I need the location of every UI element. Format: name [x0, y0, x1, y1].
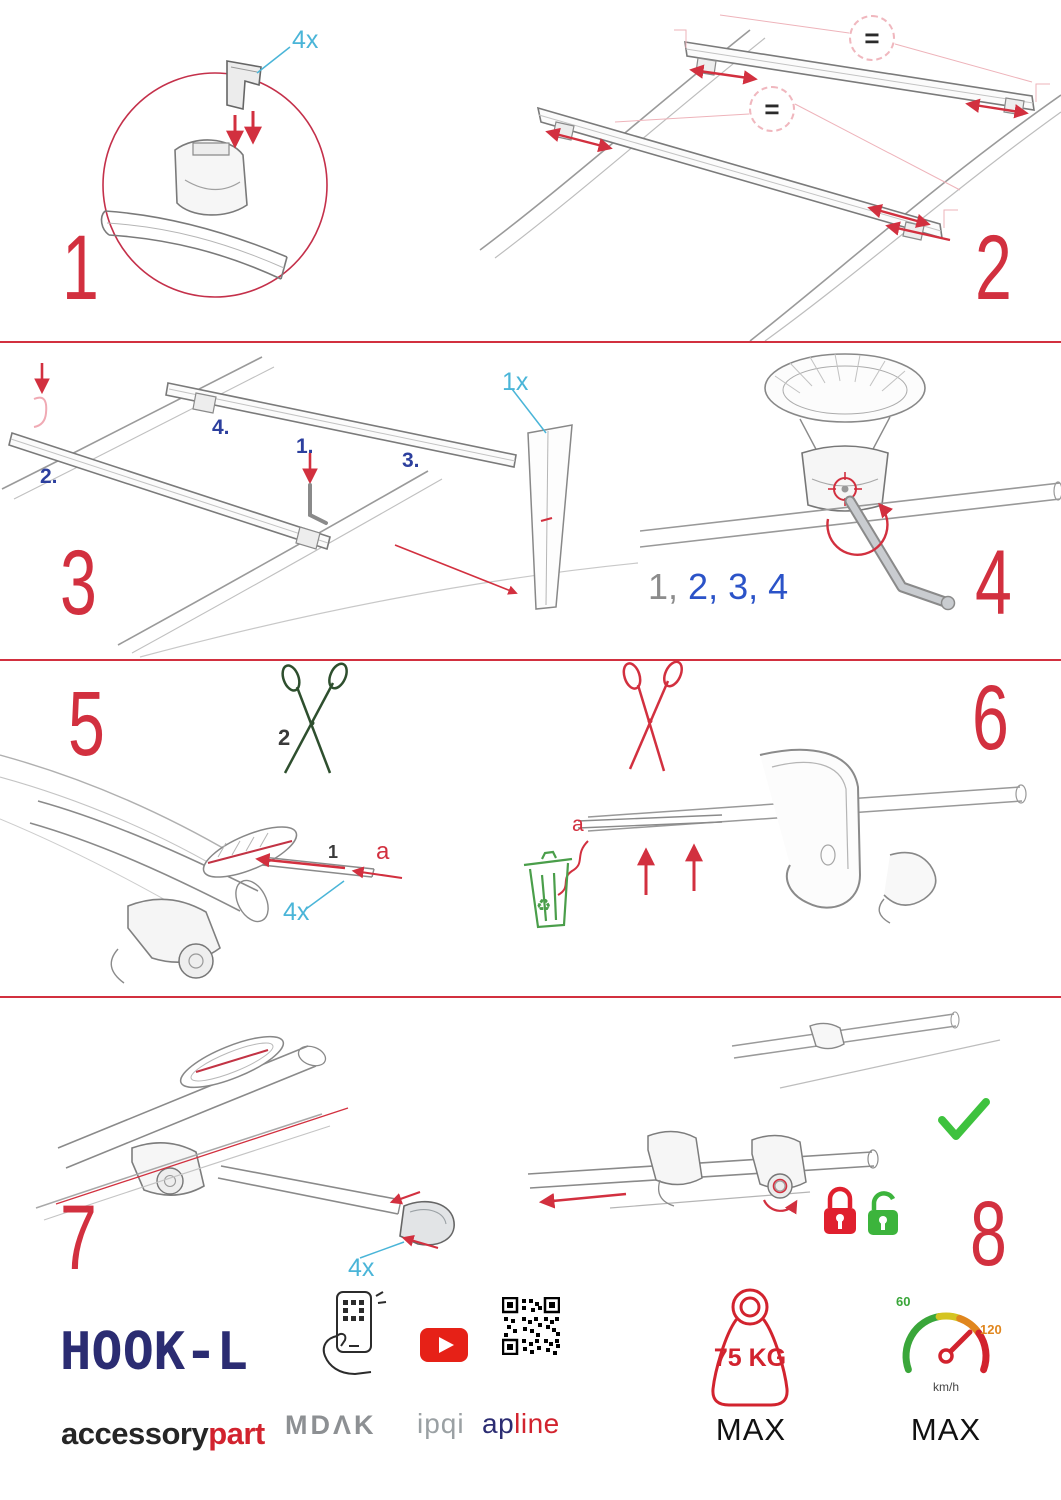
- alignment-line: [55, 1107, 349, 1205]
- step-7-illustration: [35, 1035, 455, 1259]
- measure-arrow: [965, 98, 1029, 119]
- attach-cap-arrow: [401, 1234, 439, 1249]
- step-6-illustration: ♻: [523, 660, 1027, 929]
- step-3-illustration: [1, 356, 639, 658]
- strip-ref-label: a: [376, 838, 390, 865]
- scissors-icon: [622, 660, 683, 772]
- step-3-quantity-badge: 1x: [502, 368, 529, 396]
- logo-apline-line: line: [514, 1408, 560, 1439]
- step-6-number: 6: [972, 667, 1009, 769]
- step-7-number: 7: [60, 1187, 97, 1289]
- step-2-number: 2: [975, 217, 1012, 319]
- lock-knob-target: [772, 1178, 788, 1194]
- brand-main: accessory: [61, 1416, 209, 1451]
- allen-key-icon: [308, 483, 328, 525]
- step-5-quantity-badge: 4x: [283, 898, 310, 926]
- substep-4-label: 4.: [212, 416, 230, 439]
- cut-order-label: 2: [278, 725, 291, 750]
- step-1-quantity-badge: 4x: [292, 26, 319, 54]
- rotate-arrow: [826, 502, 893, 556]
- logo-mdak: MDΛK: [285, 1410, 377, 1440]
- speed-unit-label: km/h: [932, 1380, 959, 1394]
- max-load-weight-icon: [711, 1288, 789, 1407]
- turn-knob-arrow: [762, 1199, 798, 1215]
- qr-code: [502, 1297, 560, 1355]
- zoom-circle: [102, 72, 328, 298]
- equal-spacing-badge: =: [849, 15, 895, 61]
- equal-sign: =: [764, 93, 780, 124]
- step-7-quantity-badge: 4x: [348, 1254, 375, 1282]
- section-divider-3: [0, 996, 1061, 998]
- step-5-number: 5: [68, 673, 105, 775]
- youtube-icon: [420, 1328, 468, 1362]
- step-1-number: 1: [62, 217, 99, 319]
- logo-ipqi: ipqi: [417, 1408, 465, 1439]
- measure-arrow: [689, 64, 758, 85]
- max-speed-label: MAX: [910, 1412, 982, 1447]
- hook-bracket-part: [226, 60, 262, 111]
- step-8-number: 8: [970, 1183, 1007, 1285]
- trash-bin-icon: [523, 850, 573, 929]
- rubber-strip-part: [527, 424, 573, 610]
- substep-2-label: 2.: [40, 465, 58, 488]
- logo-apline: apline: [482, 1408, 560, 1440]
- step-1-illustration: [100, 46, 328, 298]
- pull-strip-arrow: [255, 853, 346, 870]
- step-5-illustration: [0, 662, 403, 984]
- scissors-icon: [281, 662, 348, 774]
- scan-phone-icon: [322, 1291, 387, 1376]
- recycle-icon: ♻: [536, 896, 551, 916]
- pull-order-label: 1: [328, 842, 339, 862]
- sequence-todo: 2, 3, 4: [688, 566, 789, 607]
- product-name: HOOK-L: [60, 1322, 248, 1382]
- speed-low-label: 60: [896, 1294, 911, 1309]
- strip-length-arrow: [351, 866, 403, 879]
- strip-ref-label: a: [572, 813, 584, 836]
- section-divider-2: [0, 659, 1061, 661]
- speed-high-label: 120: [980, 1322, 1002, 1337]
- substep-1-label: 1.: [296, 435, 314, 458]
- measure-arrow: [545, 127, 613, 153]
- strip-direction-arrow: [394, 544, 518, 595]
- allen-key-icon: [846, 497, 952, 607]
- brand-accent: part: [208, 1416, 265, 1451]
- max-load-label: MAX: [715, 1412, 787, 1447]
- equal-spacing-badge: =: [749, 86, 795, 132]
- cutoff-piece: [557, 840, 589, 896]
- checkmark-icon: [938, 1098, 990, 1140]
- tighten-sequence: 1, 2, 3, 4: [648, 566, 788, 608]
- brand-logo: accessorypart: [61, 1416, 265, 1452]
- max-load-value: 75 KG: [713, 1344, 787, 1372]
- step-2-illustration: [479, 14, 1061, 341]
- logo-apline-ap: ap: [482, 1408, 515, 1439]
- slide-arrow: [538, 1192, 627, 1209]
- step-4-illustration: [640, 353, 1061, 611]
- substep-3-label: 3.: [402, 449, 420, 472]
- measure-arrow: [867, 204, 931, 228]
- step-8-illustration: [527, 1011, 1001, 1235]
- step-4-number: 4: [975, 532, 1012, 634]
- attach-cap-arrow: [389, 1191, 421, 1205]
- step-3-number: 3: [60, 532, 97, 634]
- locked-padlock-icon: [824, 1186, 856, 1234]
- speedometer-icon: [902, 1312, 990, 1374]
- adjust-arrow: [885, 221, 951, 242]
- sequence-done: 1,: [648, 566, 679, 607]
- section-divider-1: [0, 341, 1061, 343]
- equal-sign: =: [864, 22, 880, 53]
- unlocked-padlock-icon: [868, 1191, 898, 1235]
